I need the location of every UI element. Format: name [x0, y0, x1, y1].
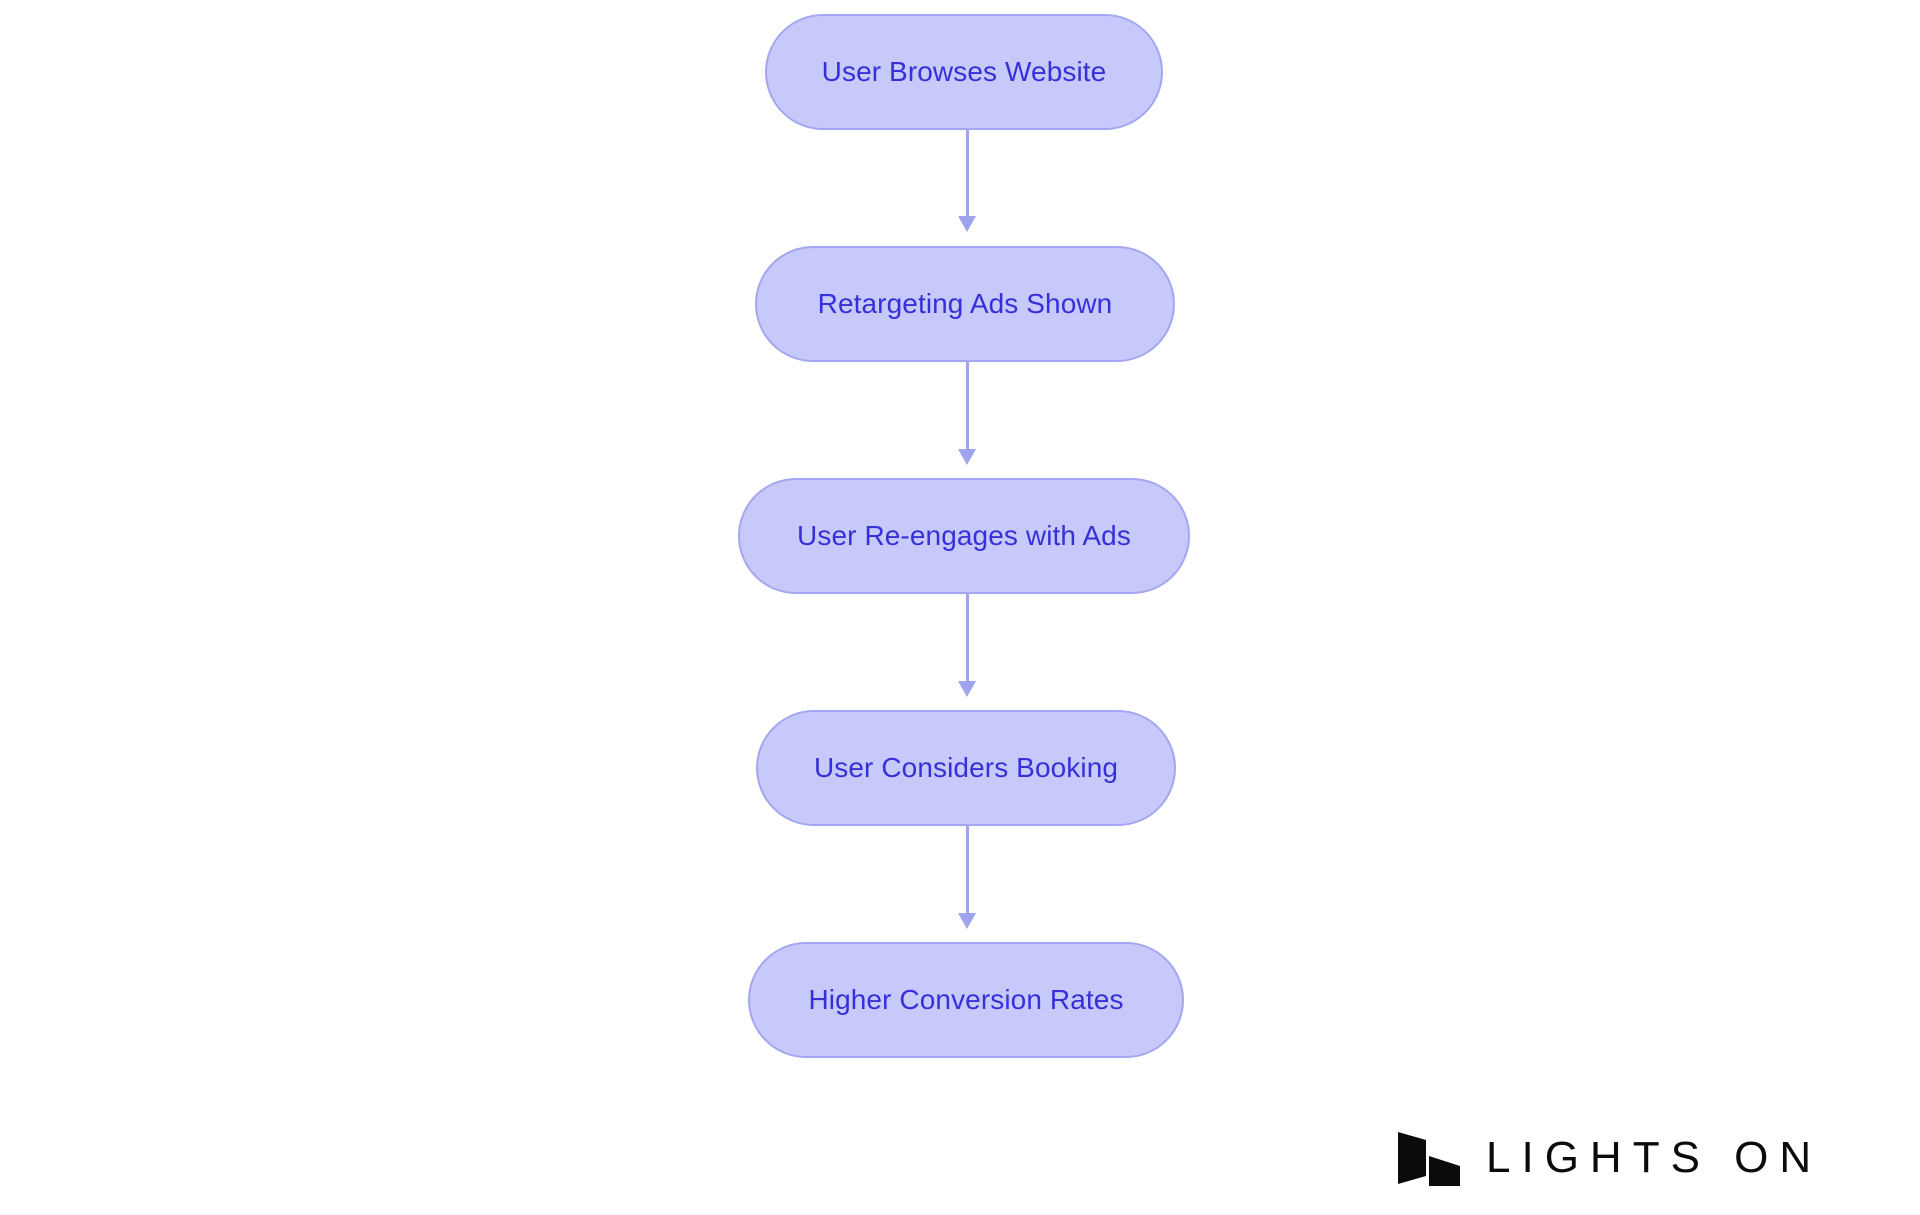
flow-edge-line-3 — [966, 594, 969, 681]
flow-edge-arrowhead-2 — [958, 449, 976, 465]
flow-node-label: Higher Conversion Rates — [808, 984, 1124, 1015]
brand-logo: LIGHTS ON — [1398, 1125, 1822, 1191]
flow-edge-arrowhead-3 — [958, 681, 976, 697]
flow-edge-arrowhead-1 — [958, 216, 976, 232]
brand-wordmark: LIGHTS ON — [1486, 1133, 1823, 1182]
flow-node-label: User Considers Booking — [813, 752, 1119, 783]
flow-node-user-browses-website[interactable]: User Browses Website — [765, 14, 1163, 130]
flow-node-retargeting-ads-shown[interactable]: Retargeting Ads Shown — [755, 246, 1175, 362]
flow-node-label: User Browses Website — [821, 56, 1107, 87]
flow-node-label: Retargeting Ads Shown — [817, 288, 1113, 319]
flow-edge-arrowhead-4 — [958, 913, 976, 929]
flow-node-user-re-engages-with-ads[interactable]: User Re-engages with Ads — [738, 478, 1190, 594]
flow-node-label: User Re-engages with Ads — [797, 520, 1131, 551]
lights-on-mark-icon — [1398, 1132, 1460, 1186]
flow-edge-line-2 — [966, 362, 969, 449]
flow-edge-line-4 — [966, 826, 969, 913]
flow-node-higher-conversion-rates[interactable]: Higher Conversion Rates — [748, 942, 1184, 1058]
flow-node-user-considers-booking[interactable]: User Considers Booking — [756, 710, 1176, 826]
flow-edge-line-1 — [966, 130, 969, 216]
